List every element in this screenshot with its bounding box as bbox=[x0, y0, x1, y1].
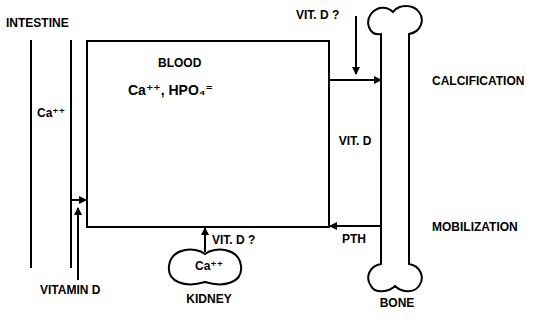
blood-compartment: BLOOD Ca⁺⁺, HPO₄⁼ bbox=[86, 40, 330, 228]
vitamin-d-note: VIT. D ? bbox=[296, 8, 339, 22]
compartment-name: BLOOD bbox=[158, 56, 201, 70]
ion-label: Ca⁺⁺ bbox=[165, 259, 253, 273]
ion-label: Ca⁺⁺, HPO₄⁼ bbox=[128, 82, 213, 99]
flow-arrow bbox=[330, 79, 381, 81]
vitamin-d-note: VIT. D bbox=[335, 134, 375, 148]
edge-label: VIT. D ? bbox=[212, 233, 255, 247]
vitamin-d-pointer bbox=[77, 208, 79, 280]
hormone-name: PTH bbox=[342, 232, 366, 246]
bone-drawing bbox=[365, 2, 425, 294]
intestine-tube: INTESTINECa⁺⁺ bbox=[30, 40, 72, 268]
vitamin-d-note: VITAMIN D bbox=[40, 283, 100, 297]
organ-name: BONE bbox=[365, 296, 429, 310]
flow-arrow bbox=[204, 228, 206, 252]
kidney: Ca⁺⁺ KIDNEY bbox=[165, 246, 253, 310]
process-name: CALCIFICATION bbox=[432, 74, 524, 88]
ion-label: Ca⁺⁺ bbox=[32, 106, 70, 120]
flow-arrow bbox=[330, 225, 381, 227]
vitamin-d-pointer bbox=[355, 16, 357, 74]
organ-name: KIDNEY bbox=[165, 292, 253, 306]
organ-name: INTESTINE bbox=[6, 16, 69, 30]
process-name: MOBILIZATION bbox=[432, 220, 518, 234]
bone: BONE bbox=[365, 2, 429, 314]
flow-arrow bbox=[72, 199, 86, 201]
